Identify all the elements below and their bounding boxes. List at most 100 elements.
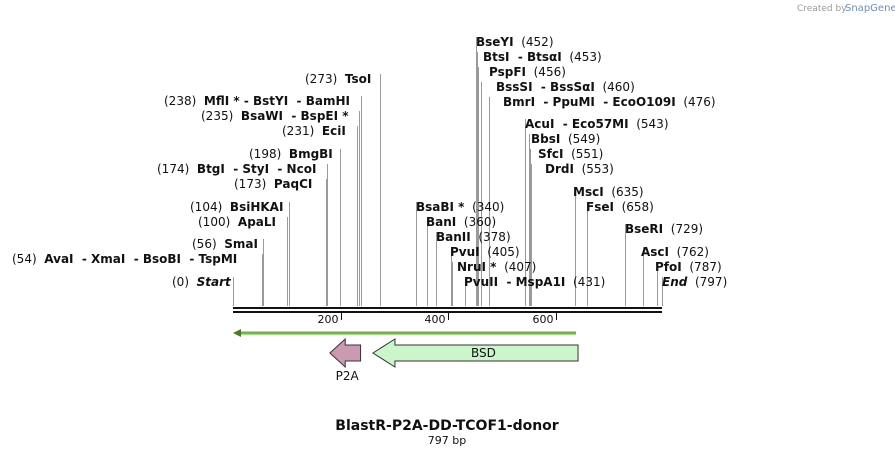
enzyme-label[interactable]: (173) PaqCI: [234, 177, 312, 191]
cut-position: (378): [478, 230, 510, 244]
cut-name: BtgI - StyI - NcoI: [197, 162, 317, 176]
cut-position: (553): [582, 162, 614, 176]
cut-position: (551): [571, 147, 603, 161]
enzyme-label[interactable]: DrdI (553): [545, 162, 614, 176]
enzyme-label[interactable]: PvuII - MspA1I (431): [464, 275, 605, 289]
enzyme-label[interactable]: NruI * (407): [457, 260, 536, 274]
cut-position: (104): [190, 200, 222, 214]
cut-name: BsaWI - BspEI *: [241, 109, 349, 123]
cut-gap: [565, 275, 573, 289]
enzyme-label[interactable]: (56) SmaI: [192, 237, 258, 251]
cut-gap: [233, 109, 241, 123]
cut-name: BsaBI *: [416, 200, 465, 214]
enzyme-label[interactable]: PvuI (405): [450, 245, 520, 259]
cut-gap: [560, 132, 568, 146]
cut-position: (198): [249, 147, 281, 161]
cut-gap: [281, 147, 289, 161]
enzyme-label[interactable]: BseYI (452): [476, 35, 554, 49]
cut-position: (635): [611, 185, 643, 199]
cut-gap: [189, 162, 197, 176]
enzyme-label[interactable]: BsaBI * (340): [416, 200, 504, 214]
cut-position: (56): [192, 237, 217, 251]
cut-position: (174): [157, 162, 189, 176]
cut-name: AcuI - Eco57MI: [525, 117, 629, 131]
cut-position: (549): [568, 132, 600, 146]
cut-gap: [629, 117, 637, 131]
cut-position: (431): [573, 275, 605, 289]
enzyme-label[interactable]: BbsI (549): [531, 132, 600, 146]
cut-gap: [456, 215, 464, 229]
enzyme-label[interactable]: (231) EciI: [282, 124, 346, 138]
cut-name: End: [662, 275, 688, 289]
enzyme-label[interactable]: BtsI - BtsαI (453): [483, 50, 602, 64]
enzyme-label[interactable]: (104) BsiHKAI: [190, 200, 283, 214]
enzyme-label[interactable]: BseRI (729): [625, 222, 703, 236]
cut-position: (360): [464, 215, 496, 229]
site-label[interactable]: End (797): [662, 275, 727, 289]
ruler-tick-label-400: 400: [425, 313, 446, 326]
cut-gap: [669, 245, 677, 259]
cut-gap: [337, 72, 345, 86]
map-length: 797 bp: [428, 434, 466, 447]
cut-name: BsiHKAI: [230, 200, 284, 214]
enzyme-label[interactable]: AscI (762): [641, 245, 709, 259]
cut-name: FseI: [586, 200, 614, 214]
enzyme-label[interactable]: MscI (635): [573, 185, 644, 199]
cut-gap: [682, 260, 690, 274]
enzyme-label[interactable]: (54) AvaI - XmaI - BsoBI - TspMI: [12, 252, 237, 266]
enzyme-label[interactable]: AcuI - Eco57MI (543): [525, 117, 669, 131]
enzyme-label[interactable]: SfcI (551): [538, 147, 603, 161]
enzyme-label[interactable]: (238) MflI * - BstYI - BamHI: [164, 94, 350, 108]
enzyme-label[interactable]: (174) BtgI - StyI - NcoI: [157, 162, 316, 176]
cut-gap: [222, 200, 230, 214]
cut-gap: [37, 252, 45, 266]
cut-name: BtsI - BtsαI: [483, 50, 562, 64]
cut-name: BanI: [426, 215, 456, 229]
cut-name: SfcI: [538, 147, 563, 161]
cut-gap: [230, 215, 238, 229]
cut-position: (238): [164, 94, 196, 108]
cut-name: BseRI: [625, 222, 663, 236]
cut-position: (453): [569, 50, 601, 64]
cut-position: (0): [172, 275, 189, 289]
cut-name: SmaI: [224, 237, 258, 251]
enzyme-label[interactable]: FseI (658): [586, 200, 654, 214]
brand-name: SnapGene: [845, 3, 895, 14]
cut-position: (340): [472, 200, 504, 214]
cut-position: (762): [677, 245, 709, 259]
orf-arrowhead: [233, 329, 241, 337]
enzyme-label[interactable]: (100) ApaLI: [198, 215, 276, 229]
ruler-tick-label-600: 600: [533, 313, 554, 326]
cut-name: BanII: [436, 230, 471, 244]
cut-name: PaqCI: [274, 177, 312, 191]
feature-bsd[interactable]: [372, 338, 579, 368]
cut-name: AvaI - XmaI - BsoBI - TspMI: [44, 252, 237, 266]
cut-position: (100): [198, 215, 230, 229]
cut-position: (273): [305, 72, 337, 86]
enzyme-label[interactable]: (235) BsaWI - BspEI *: [201, 109, 349, 123]
enzyme-label[interactable]: BanI (360): [426, 215, 496, 229]
enzyme-label[interactable]: BssSI - BssSαI (460): [496, 80, 635, 94]
cut-name: EciI: [322, 124, 346, 138]
cut-name: BmrI - PpuMI - EcoO109I: [503, 95, 676, 109]
enzyme-label[interactable]: BmrI - PpuMI - EcoO109I (476): [503, 95, 716, 109]
cut-name: Start: [197, 275, 232, 289]
cut-gap: [663, 222, 671, 236]
cut-gap: [514, 35, 522, 49]
cut-position: (54): [12, 252, 37, 266]
cut-position: (543): [636, 117, 668, 131]
feature-p2a[interactable]: [329, 337, 362, 369]
site-label[interactable]: (0) Start: [172, 275, 232, 289]
enzyme-label[interactable]: (273) TsoI: [305, 72, 371, 86]
cut-name: BmgBI: [289, 147, 333, 161]
enzyme-label[interactable]: BanII (378): [436, 230, 511, 244]
enzyme-label[interactable]: (198) BmgBI: [249, 147, 333, 161]
cut-gap: [496, 260, 504, 274]
enzyme-label[interactable]: PfoI (787): [655, 260, 722, 274]
cut-position: (456): [534, 65, 566, 79]
enzyme-label[interactable]: PspFI (456): [489, 65, 566, 79]
cut-name: DrdI: [545, 162, 574, 176]
cut-gap: [574, 162, 582, 176]
